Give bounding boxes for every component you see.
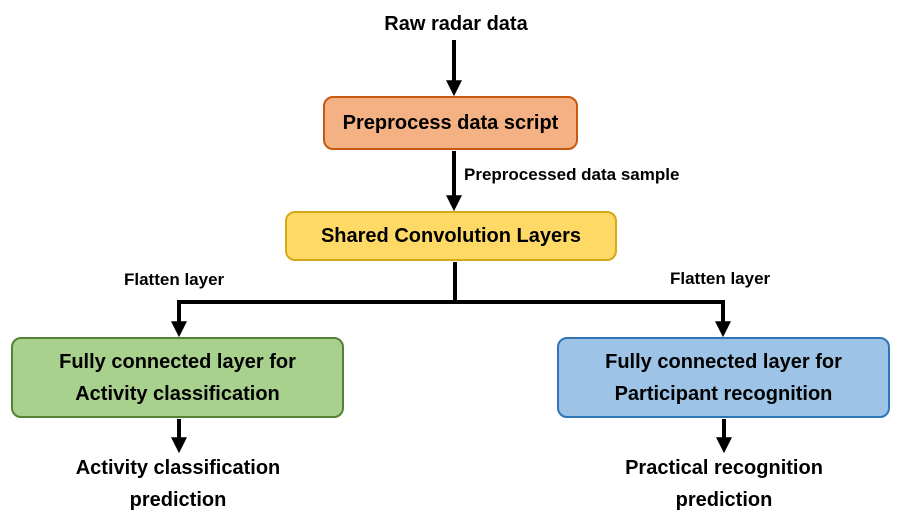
flatten-layer-right-label: Flatten layer	[670, 269, 771, 288]
activity-box-line1: Fully connected layer for	[59, 350, 296, 373]
participant-output-line2: prediction	[675, 489, 773, 511]
activity-output-line1: Activity classification	[75, 457, 281, 479]
participant-recognition-fc-box: Fully connected layer for Participant re…	[557, 337, 890, 418]
participant-box-line1: Fully connected layer for	[605, 350, 842, 373]
activity-classification-prediction-label: Activity classification prediction	[48, 452, 308, 516]
preprocessed-data-sample-label: Preprocessed data sample	[464, 165, 680, 184]
shared-convolution-layers-box: Shared Convolution Layers	[285, 211, 617, 261]
activity-classification-fc-box: Fully connected layer for Activity class…	[11, 337, 344, 418]
practical-recognition-prediction-label: Practical recognition prediction	[594, 452, 854, 516]
participant-box-line2: Participant recognition	[614, 382, 833, 405]
participant-output-line1: Practical recognition	[625, 457, 823, 479]
activity-output-line2: prediction	[129, 489, 227, 511]
raw-radar-data-label: Raw radar data	[384, 13, 528, 35]
preprocess-box-text: Preprocess data script	[342, 112, 559, 134]
shared-box-text: Shared Convolution Layers	[320, 225, 582, 247]
preprocess-data-script-box: Preprocess data script	[323, 96, 578, 150]
flatten-layer-left-label: Flatten layer	[124, 270, 225, 289]
activity-box-line2: Activity classification	[75, 382, 280, 405]
